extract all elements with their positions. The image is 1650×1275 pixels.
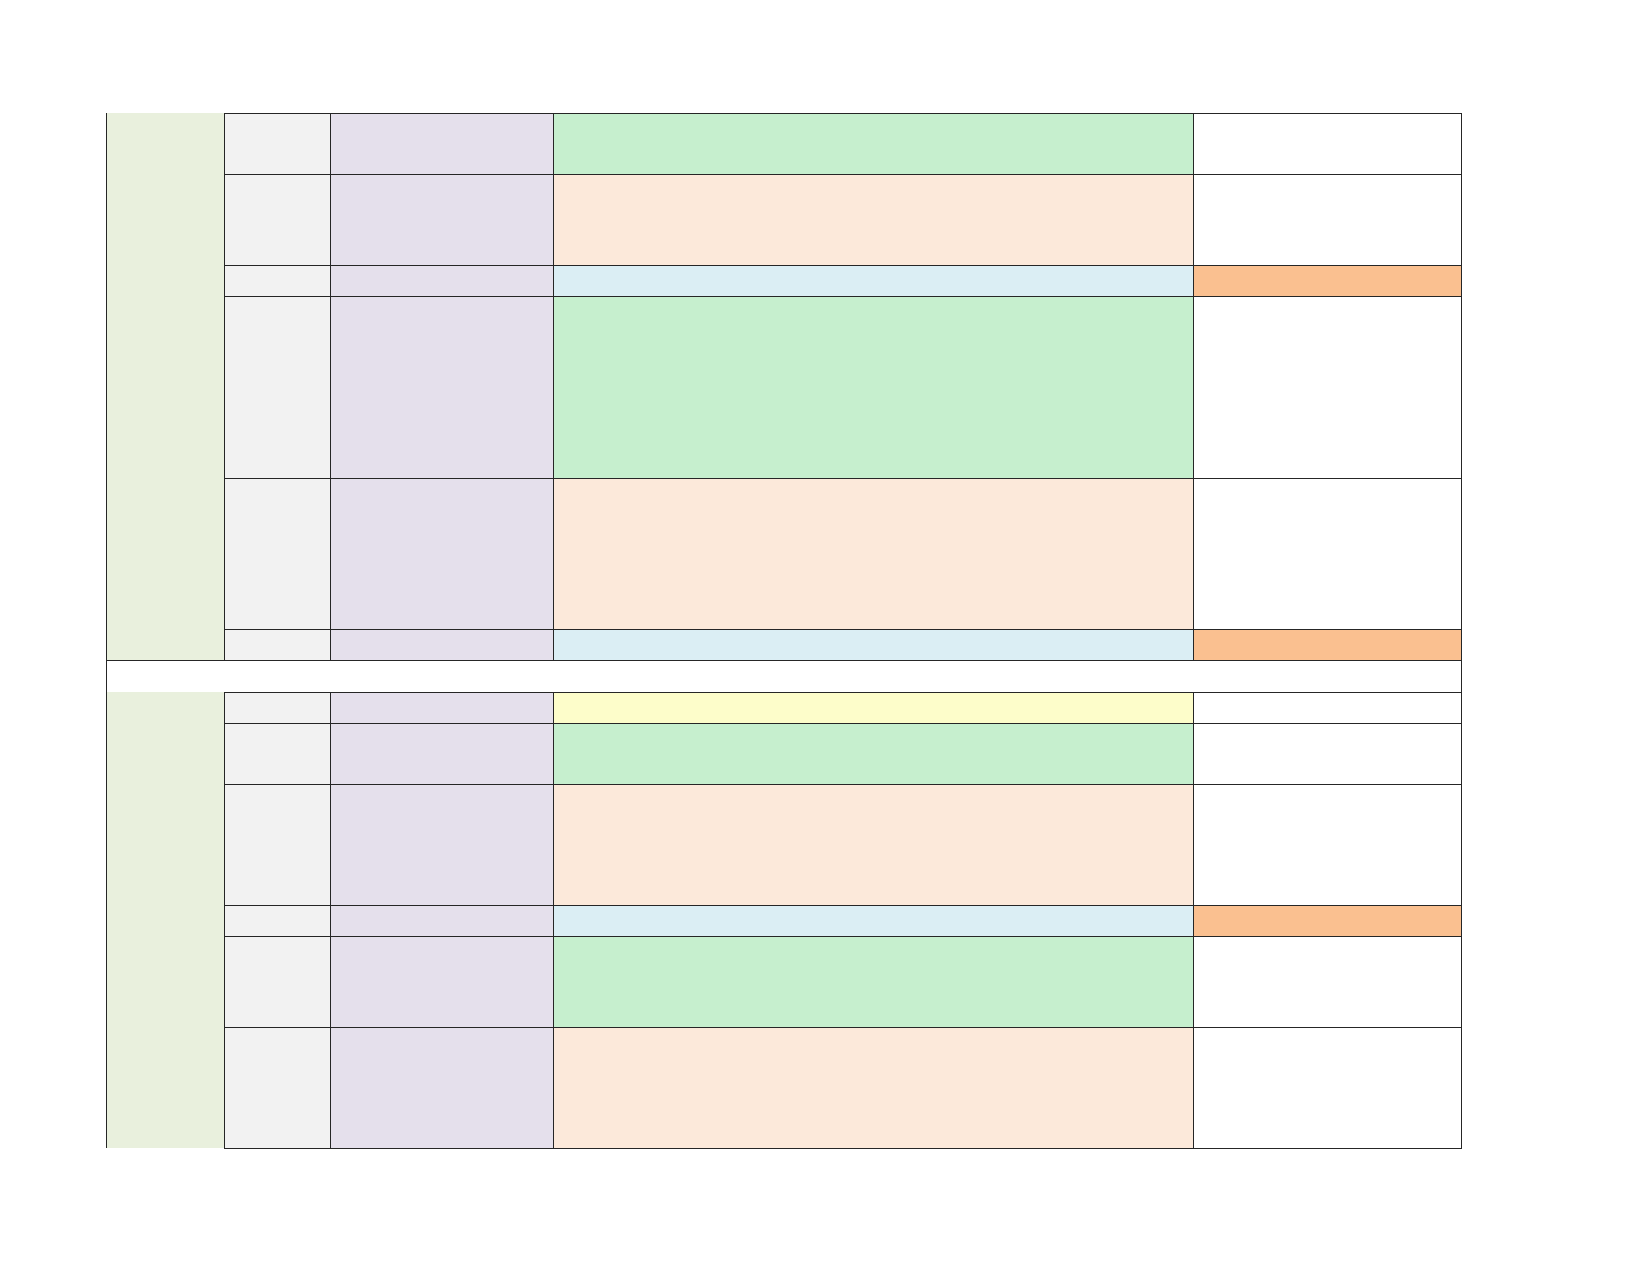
status-cell[interactable] [1193,113,1462,174]
category-cell[interactable] [330,174,553,265]
status-cell[interactable] [1193,265,1462,296]
item-number-cell[interactable] [224,113,330,174]
item-number-cell[interactable] [224,296,330,478]
section-divider-row [106,660,1462,692]
status-cell[interactable] [1193,629,1462,660]
description-cell[interactable] [553,629,1193,660]
status-cell[interactable] [1193,905,1462,936]
status-cell[interactable] [1193,478,1462,629]
category-cell[interactable] [330,296,553,478]
item-number-cell[interactable] [224,905,330,936]
item-number-cell[interactable] [224,723,330,784]
status-cell[interactable] [1193,784,1462,905]
grid-right-border [1461,692,1462,1148]
category-cell[interactable] [330,784,553,905]
status-cell[interactable] [1193,692,1462,723]
description-cell[interactable] [553,174,1193,265]
category-cell[interactable] [330,692,553,723]
description-cell[interactable] [553,265,1193,296]
description-cell[interactable] [553,296,1193,478]
description-cell[interactable] [553,936,1193,1027]
item-number-cell[interactable] [224,784,330,905]
description-cell[interactable] [553,478,1193,629]
item-number-cell[interactable] [224,1027,330,1148]
status-cell[interactable] [1193,174,1462,265]
category-cell[interactable] [330,629,553,660]
item-number-cell[interactable] [224,265,330,296]
description-cell[interactable] [553,784,1193,905]
item-number-cell[interactable] [224,936,330,1027]
section-label [106,692,224,1148]
item-number-cell[interactable] [224,174,330,265]
category-cell[interactable] [330,723,553,784]
status-cell[interactable] [1193,936,1462,1027]
description-cell[interactable] [553,1027,1193,1148]
description-cell[interactable] [553,723,1193,784]
category-cell[interactable] [330,905,553,936]
category-cell[interactable] [330,113,553,174]
category-cell[interactable] [330,478,553,629]
status-cell[interactable] [1193,1027,1462,1148]
grid-right-border [1461,113,1462,660]
status-cell[interactable] [1193,723,1462,784]
item-number-cell[interactable] [224,478,330,629]
section-label [106,113,224,660]
grid-bottom-border [224,1148,1462,1149]
item-number-cell[interactable] [224,692,330,723]
category-cell[interactable] [330,936,553,1027]
description-cell[interactable] [553,692,1193,723]
category-cell[interactable] [330,1027,553,1148]
description-cell[interactable] [553,113,1193,174]
item-number-cell[interactable] [224,629,330,660]
status-cell[interactable] [1193,296,1462,478]
category-cell[interactable] [330,265,553,296]
description-cell[interactable] [553,905,1193,936]
